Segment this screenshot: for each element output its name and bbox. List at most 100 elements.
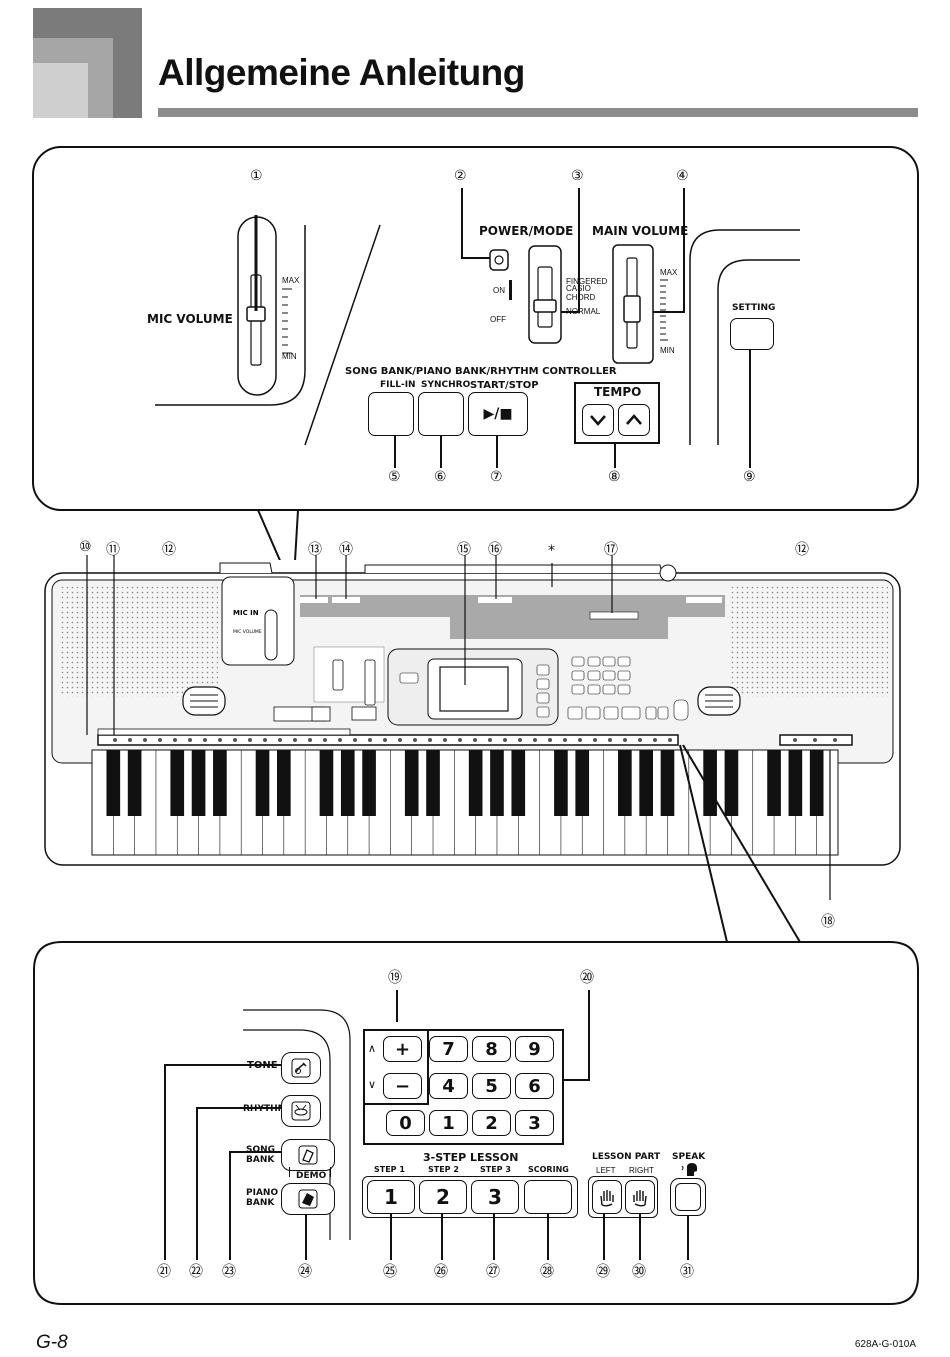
lesson-title: 3-STEP LESSON bbox=[423, 1151, 519, 1164]
main-max-label: MAX bbox=[660, 268, 678, 277]
right-hand-icon bbox=[633, 1190, 647, 1207]
plus-button[interactable]: + bbox=[383, 1036, 422, 1062]
keypad-7-button[interactable]: 7 bbox=[429, 1036, 468, 1062]
demo-label: DEMO bbox=[296, 1171, 327, 1181]
play-stop-icon: ▶/■ bbox=[483, 406, 513, 422]
scoring-button[interactable] bbox=[524, 1180, 572, 1214]
speak-button[interactable] bbox=[670, 1178, 706, 1216]
callout-8: ⑧ bbox=[608, 469, 621, 485]
callout-24: ㉔ bbox=[298, 1264, 312, 1280]
keypad-5-button[interactable]: 5 bbox=[472, 1073, 511, 1099]
black-key bbox=[554, 750, 568, 816]
black-key bbox=[362, 750, 376, 816]
piano-bank-label: PIANO BANK bbox=[246, 1188, 279, 1208]
top-leader-lines bbox=[394, 188, 751, 468]
keypad-1-button[interactable]: 1 bbox=[429, 1110, 468, 1136]
callout-23: ㉓ bbox=[222, 1264, 236, 1280]
keypad-0-button[interactable]: 0 bbox=[386, 1110, 425, 1136]
callout-16: ⑯ bbox=[488, 542, 502, 558]
tempo-down-button[interactable] bbox=[582, 404, 614, 436]
chevron-down-icon bbox=[590, 415, 606, 426]
setting-label: SETTING bbox=[732, 303, 776, 313]
start-stop-label: START/STOP bbox=[470, 380, 539, 391]
power-on-label: ON bbox=[493, 286, 505, 295]
rhythm-label: RHYTHM bbox=[243, 1104, 287, 1114]
callout-17: ⑰ bbox=[604, 542, 618, 558]
callout-asterisk: * bbox=[548, 543, 555, 559]
song-bank-button[interactable] bbox=[281, 1139, 335, 1171]
callout-19: ⑲ bbox=[388, 970, 402, 986]
step2-digit: 2 bbox=[436, 1185, 450, 1209]
controller-title: SONG BANK/PIANO BANK/RHYTHM CONTROLLER bbox=[345, 366, 617, 377]
step2-button[interactable]: 2 bbox=[419, 1180, 467, 1214]
mic-volume-slider[interactable] bbox=[236, 215, 316, 400]
keypad-3-button-label: 3 bbox=[528, 1112, 541, 1134]
keypad-4-button[interactable]: 4 bbox=[429, 1073, 468, 1099]
main-volume-slider[interactable] bbox=[612, 244, 682, 366]
keypad-8-button[interactable]: 8 bbox=[472, 1036, 511, 1062]
keypad-6-button-label: 6 bbox=[528, 1075, 541, 1097]
black-key bbox=[788, 750, 803, 816]
keypad-4-button-label: 4 bbox=[442, 1075, 455, 1097]
callout-25: ㉕ bbox=[383, 1264, 397, 1280]
power-off-label: OFF bbox=[490, 315, 506, 324]
callout-2: ② bbox=[454, 168, 467, 184]
drum-icon bbox=[291, 1101, 311, 1121]
tone-button[interactable] bbox=[281, 1052, 321, 1084]
keypad-2-button[interactable]: 2 bbox=[472, 1110, 511, 1136]
synchro-button[interactable] bbox=[418, 392, 464, 436]
callout-6: ⑥ bbox=[434, 469, 447, 485]
start-stop-button[interactable]: ▶/■ bbox=[468, 392, 528, 436]
black-key bbox=[340, 750, 355, 816]
rhythm-button[interactable] bbox=[281, 1095, 321, 1127]
left-hand-button[interactable] bbox=[592, 1180, 622, 1214]
mode-casio-chord: CASIO CHORD bbox=[566, 284, 596, 302]
keypad-7-button-label: 7 bbox=[442, 1038, 455, 1060]
callout-10: ⑩ bbox=[79, 539, 92, 555]
piano-bank-button[interactable] bbox=[281, 1183, 335, 1215]
svg-text:MIC IN: MIC IN bbox=[233, 609, 259, 617]
step3-digit: 3 bbox=[488, 1185, 502, 1209]
lesson-buttons-group bbox=[362, 1176, 578, 1218]
step3-button[interactable]: 3 bbox=[471, 1180, 519, 1214]
right-label: RIGHT bbox=[629, 1166, 654, 1175]
black-key bbox=[724, 750, 739, 816]
step2-label: STEP 2 bbox=[428, 1165, 459, 1174]
piano-bank-icon bbox=[298, 1189, 318, 1209]
page-number: G-8 bbox=[36, 1332, 68, 1353]
keypad-1-button-label: 1 bbox=[442, 1112, 455, 1134]
mic-max-label: MAX bbox=[282, 276, 300, 285]
bottom-panel-frame bbox=[33, 941, 919, 1305]
fill-in-button[interactable] bbox=[368, 392, 414, 436]
main-min-label: MIN bbox=[660, 346, 675, 355]
song-bank-icon bbox=[298, 1145, 318, 1165]
step1-button[interactable]: 1 bbox=[367, 1180, 415, 1214]
black-key bbox=[127, 750, 142, 816]
chevron-up-icon bbox=[626, 414, 642, 425]
keypad-0-button-label: 0 bbox=[399, 1112, 412, 1134]
callout-12a: ⑫ bbox=[162, 542, 176, 558]
mode-slider[interactable] bbox=[528, 245, 562, 345]
minus-button[interactable]: − bbox=[383, 1073, 422, 1099]
black-key bbox=[319, 750, 334, 816]
callout-1: ① bbox=[250, 168, 263, 184]
doc-code: 628A-G-010A bbox=[854, 1339, 916, 1350]
callout-11: ⑪ bbox=[106, 542, 120, 558]
keypad-3-button[interactable]: 3 bbox=[515, 1110, 554, 1136]
right-hand-button[interactable] bbox=[625, 1180, 655, 1214]
keypad-6-button[interactable]: 6 bbox=[515, 1073, 554, 1099]
callout-31: ㉛ bbox=[680, 1264, 694, 1280]
power-button[interactable] bbox=[489, 249, 509, 271]
tempo-up-button[interactable] bbox=[618, 404, 650, 436]
step1-digit: 1 bbox=[384, 1185, 398, 1209]
keypad-9-button[interactable]: 9 bbox=[515, 1036, 554, 1062]
callout-22: ㉒ bbox=[189, 1264, 203, 1280]
left-label: LEFT bbox=[596, 1166, 616, 1175]
setting-button[interactable] bbox=[730, 318, 774, 350]
plus-minus-group bbox=[363, 1029, 429, 1105]
callout-12b: ⑫ bbox=[795, 542, 809, 558]
fill-in-label: FILL-IN bbox=[380, 380, 416, 390]
left-hand-icon bbox=[600, 1190, 614, 1207]
callout-9: ⑨ bbox=[743, 469, 756, 485]
keypad-9-button-label: 9 bbox=[528, 1038, 541, 1060]
